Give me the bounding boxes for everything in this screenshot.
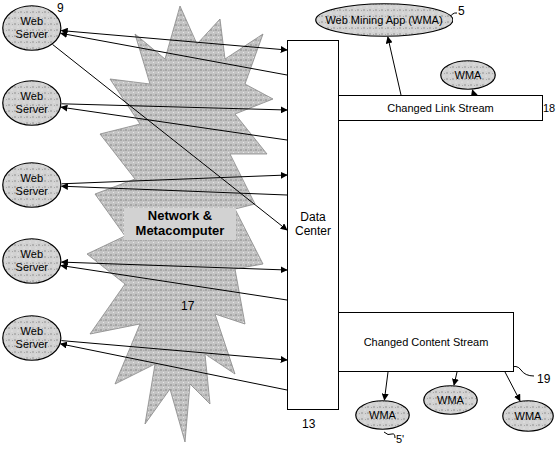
connector-arrow: [62, 175, 287, 184]
connector-arrow: [62, 186, 287, 195]
node-label: Web Server: [12, 15, 52, 40]
ellipse-shape: [3, 81, 61, 126]
ellipse-shape: [503, 401, 554, 432]
node-label: WMA: [515, 410, 542, 423]
network-cloud: Network & Metacomputer: [85, 4, 275, 444]
connector-arrow: [53, 45, 287, 231]
node-label: Changed Content Stream: [364, 336, 489, 349]
callout-number: 18: [543, 102, 555, 114]
node-label: Data Center: [291, 211, 335, 239]
ellipse-shape: [3, 239, 61, 284]
callout-number: 17: [181, 300, 194, 313]
ellipse-shape: [356, 401, 410, 430]
callout-number: 13: [302, 418, 315, 431]
wma-ellipse: WMA: [502, 400, 554, 432]
ellipse-shape: [315, 4, 452, 37]
web-server-circle: Web Server: [2, 5, 62, 51]
connector-arrow: [454, 372, 457, 385]
connector-arrow: [505, 372, 520, 401]
wma-ellipse: WMA: [423, 385, 478, 415]
connector-arrow: [384, 372, 388, 400]
callout-number: 5': [396, 433, 404, 445]
connector-arrow: [61, 31, 287, 50]
connector-arrow: [388, 37, 401, 95]
connector-arrow: [61, 33, 287, 75]
node-label: Web Mining App (WMA): [325, 14, 442, 27]
callout-number: 19: [537, 373, 550, 386]
ellipse-shape: [3, 6, 61, 51]
node-label: Web Server: [12, 248, 52, 273]
ellipse-shape: [3, 163, 61, 208]
connector-arrow: [61, 341, 287, 360]
web-server-circle: Web Server: [2, 162, 62, 208]
connector-arrow: [62, 104, 287, 110]
data-center-box: Data Center: [287, 40, 339, 410]
cloud-shape: [87, 6, 273, 442]
web-server-circle: Web Server: [2, 315, 62, 361]
wma-ellipse: WMA: [440, 60, 496, 90]
connector-arrow: [61, 107, 287, 140]
leader-squiggle: [384, 432, 395, 438]
connector-arrow: [62, 262, 287, 270]
cloud-label: Network & Metacomputer: [124, 208, 236, 240]
stream-box: Changed Link Stream: [338, 95, 543, 121]
stream-box: Changed Content Stream: [338, 312, 514, 372]
web-server-circle: Web Server: [2, 238, 62, 284]
connector-arrow: [472, 90, 474, 95]
callout-number: 5: [458, 5, 465, 18]
callout-number: 9: [57, 2, 64, 15]
node-label: Web Server: [12, 172, 52, 197]
node-label: Changed Link Stream: [387, 102, 493, 115]
node-label: WMA: [437, 394, 464, 407]
ellipse-shape: [441, 61, 496, 90]
connector-arrow: [61, 344, 287, 390]
node-label: Web Server: [12, 90, 52, 115]
node-label: WMA: [369, 409, 396, 422]
ellipse-shape: [3, 316, 61, 361]
wma-ellipse: WMA: [355, 400, 410, 430]
node-label: WMA: [455, 69, 482, 82]
connector-arrow: [61, 266, 287, 301]
ellipse-shape: [424, 386, 478, 415]
web-server-circle: Web Server: [2, 80, 62, 126]
node-label: Web Server: [12, 325, 52, 350]
wma-ellipse: Web Mining App (WMA): [315, 3, 454, 37]
